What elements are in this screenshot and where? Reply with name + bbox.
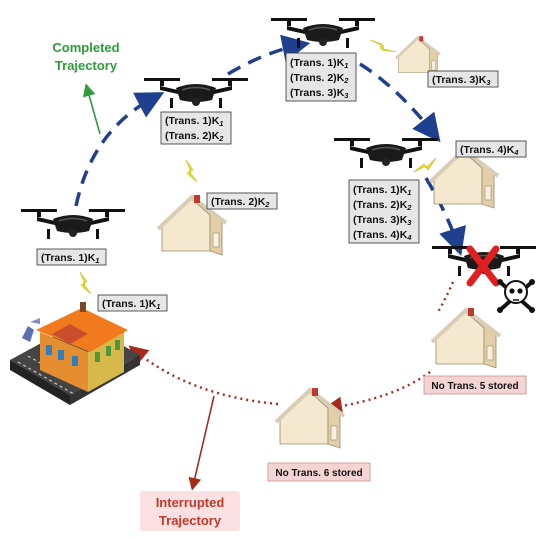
interrupted-title-bg	[140, 491, 240, 531]
svg-text:(Trans. 1)K1: (Trans. 1)K1	[353, 184, 411, 197]
interrupted-title-line2: Trajectory	[159, 513, 222, 528]
lightning-icon-2	[185, 159, 198, 183]
house1-label-box: (Trans. 1)K1	[97, 294, 168, 312]
drone-1	[20, 208, 126, 240]
lightning-icon-4	[413, 157, 437, 173]
svg-text:(Trans. 3)K3: (Trans. 3)K3	[432, 74, 491, 87]
svg-text:(Trans. 1)K1: (Trans. 1)K1	[165, 115, 223, 128]
drone-2	[143, 77, 249, 109]
svg-text:(Trans. 2)K2: (Trans. 2)K2	[165, 130, 224, 143]
drone-3	[270, 17, 376, 49]
house-5	[430, 306, 502, 370]
svg-text:(Trans. 4)K4: (Trans. 4)K4	[460, 144, 519, 157]
skull-crossbones-icon	[497, 279, 535, 313]
drone-4	[333, 137, 439, 169]
interrupted-arrow	[188, 395, 215, 491]
house-6	[274, 386, 346, 450]
no-trans5-status-box: No Trans. 5 stored	[423, 375, 527, 395]
svg-text:(Trans. 1)K1: (Trans. 1)K1	[290, 57, 348, 70]
completed-title-line2: Trajectory	[55, 58, 118, 73]
completed-arrow	[83, 83, 101, 135]
lightning-icon-3	[369, 39, 397, 53]
completed-title-line1: Completed	[52, 40, 119, 55]
completed-path	[74, 34, 466, 256]
interrupted-title-line1: Interrupted	[156, 495, 225, 510]
svg-text:(Trans. 2)K2: (Trans. 2)K2	[290, 72, 349, 85]
svg-text:(Trans. 1)K1: (Trans. 1)K1	[102, 298, 160, 311]
base-station-building	[10, 302, 140, 405]
drone1-label-box: (Trans. 1)K1	[36, 248, 107, 266]
svg-text:(Trans. 3)K3: (Trans. 3)K3	[290, 87, 349, 100]
no-trans6-status-box: No Trans. 6 stored	[267, 462, 371, 482]
destroyed-x-icon	[466, 245, 500, 287]
svg-text:(Trans. 4)K4: (Trans. 4)K4	[353, 229, 412, 242]
house-3	[394, 34, 442, 77]
svg-text:(Trans. 1)K1: (Trans. 1)K1	[41, 252, 99, 265]
lightning-icon-1	[79, 271, 92, 295]
house3-label-box: (Trans. 3)K3	[427, 70, 499, 88]
svg-text:No Trans. 5 stored: No Trans. 5 stored	[431, 381, 518, 392]
interrupted-path	[128, 281, 455, 416]
svg-text:(Trans. 2)K2: (Trans. 2)K2	[353, 199, 412, 212]
house4-label-box: (Trans. 4)K4	[455, 140, 527, 158]
drone2-label-box: (Trans. 1)K1 (Trans. 2)K2	[160, 111, 232, 145]
drone4-label-box: (Trans. 1)K1 (Trans. 2)K2 (Trans. 3)K3 (…	[348, 179, 420, 244]
svg-text:No Trans. 6 stored: No Trans. 6 stored	[275, 468, 362, 479]
drone3-label-box: (Trans. 1)K1 (Trans. 2)K2 (Trans. 3)K3	[285, 52, 357, 102]
house2-label-box: (Trans. 2)K2	[206, 192, 278, 210]
svg-text:(Trans. 3)K3: (Trans. 3)K3	[353, 214, 412, 227]
svg-text:(Trans. 2)K2: (Trans. 2)K2	[211, 196, 270, 209]
